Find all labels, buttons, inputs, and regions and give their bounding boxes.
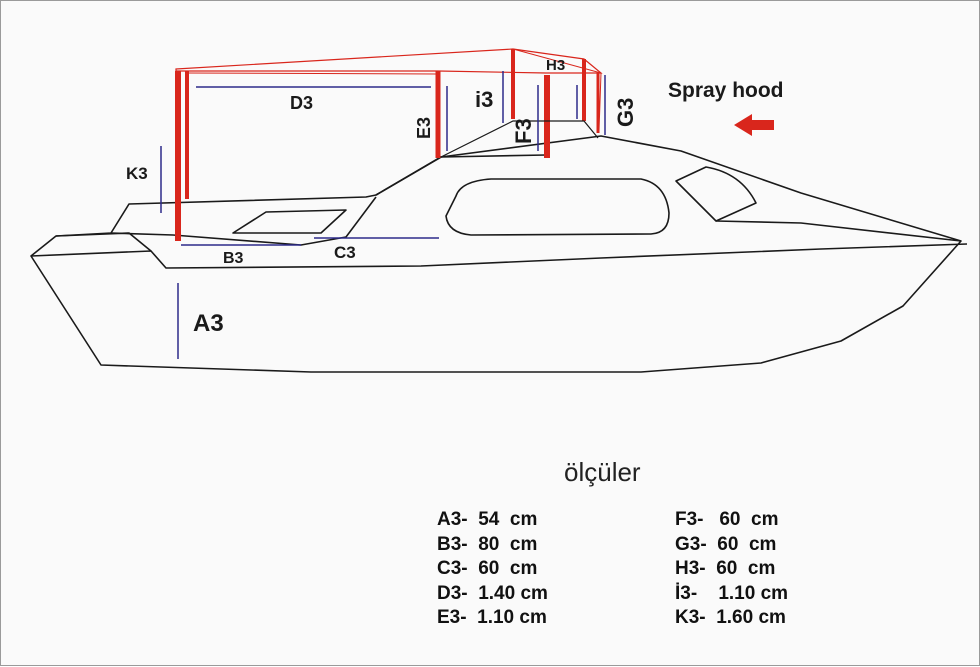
label-e3: E3 [414,117,434,139]
label-d3: D3 [290,93,313,113]
transom [55,232,152,252]
hood-outline-inner [185,72,439,75]
label-f3: F3 [511,118,536,144]
spray-hood-frame [175,48,603,241]
diagram-title: Spray hood [668,79,784,102]
bow-deck [715,220,962,242]
arrow-left-icon [734,114,774,136]
hood-base [440,120,599,158]
label-b3: B3 [223,250,244,267]
label-c3: C3 [334,243,356,262]
windshield [675,166,757,222]
sheer-line [30,243,968,269]
hood-top-right [512,48,602,132]
dimension-lines [160,71,606,359]
label-g3: G3 [613,98,638,127]
hull [30,135,962,373]
label-i3: i3 [475,87,493,112]
deck-hatch [232,209,347,234]
hood-outline [175,48,603,74]
cabin-window [445,178,670,236]
label-a3: A3 [193,310,224,337]
label-h3: H3 [546,57,565,74]
label-k3: K3 [126,164,148,183]
dimension-labels: A3 B3 C3 D3 E3 F3 G3 H3 i3 K3 [126,57,638,337]
boat-outline [30,135,968,373]
